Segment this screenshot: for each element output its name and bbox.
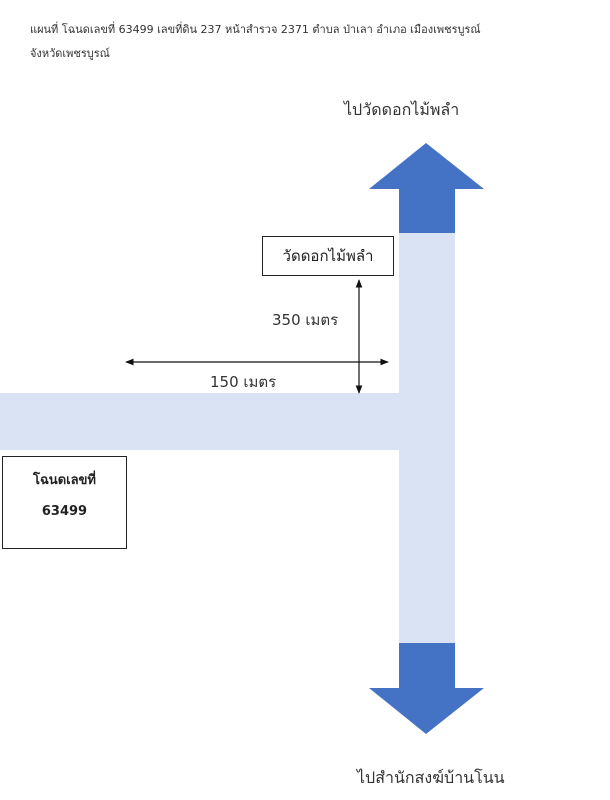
road-horizontal [0, 393, 455, 450]
destination-south-label: ไปสำนักสงฆ์บ้านโนน [357, 768, 505, 787]
north-arrow [369, 143, 484, 233]
header-line-2: จังหวัดเพชรบูรณ์ [30, 47, 110, 60]
destination-north-label: ไปวัดดอกไม้พลำ [344, 100, 460, 119]
header-line-1: แผนที่ โฉนดเลขที่ 63499 เลขที่ดิน 237 หน… [30, 23, 481, 36]
temple-label-box: วัดดอกไม้พลำ [262, 236, 394, 276]
deed-box: โฉนดเลขที่ 63499 [2, 456, 127, 549]
road-vertical [399, 233, 455, 643]
south-arrow [369, 643, 484, 734]
deed-title: โฉนดเลขที่ [32, 473, 97, 488]
distance-horizontal-label: 150 เมตร [210, 373, 277, 391]
map-header: แผนที่ โฉนดเลขที่ 63499 เลขที่ดิน 237 หน… [30, 18, 605, 66]
distance-vertical-label: 350 เมตร [272, 311, 339, 329]
deed-number: 63499 [41, 504, 88, 519]
temple-label: วัดดอกไม้พลำ [282, 247, 374, 265]
